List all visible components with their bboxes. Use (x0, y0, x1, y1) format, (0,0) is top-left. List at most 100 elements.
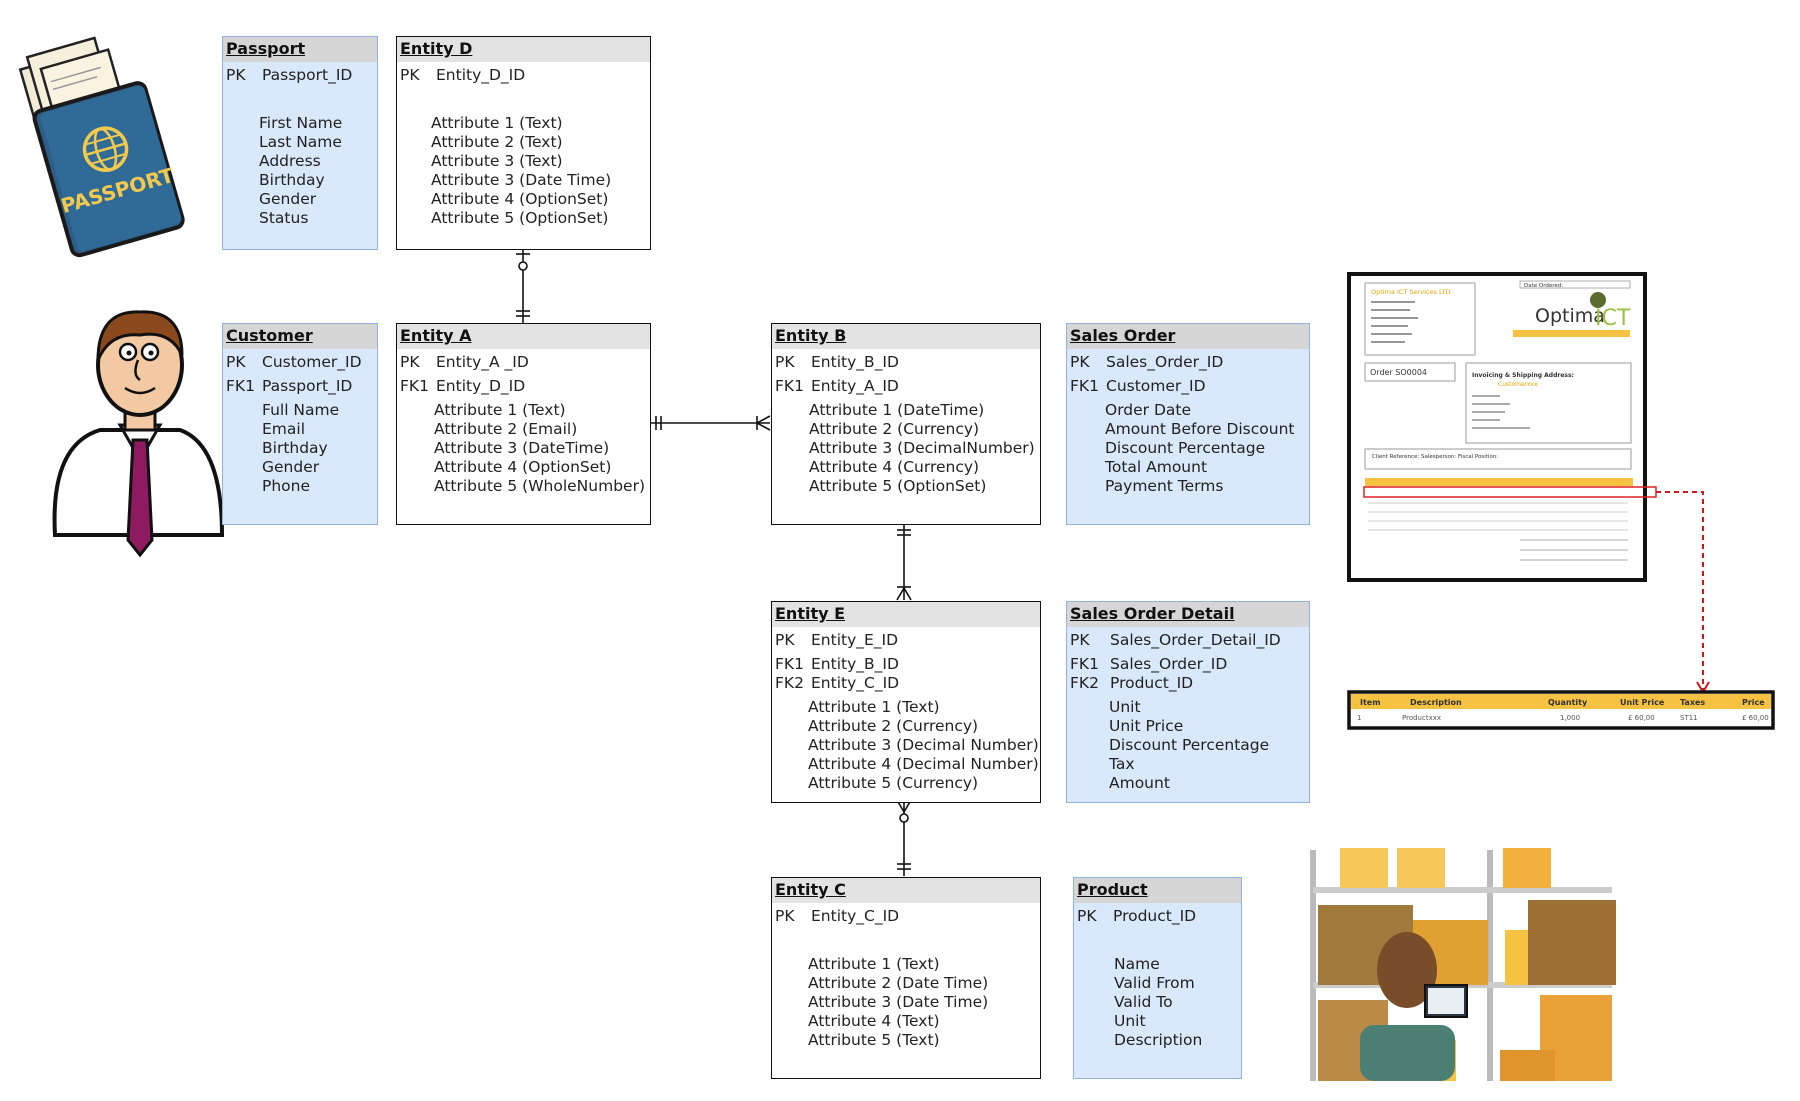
attr-row: Amount (1109, 774, 1170, 792)
zoom-col-price: Price (1742, 698, 1765, 707)
invoice-row-zoom: Item Description Quantity Unit Price Tax… (1347, 690, 1775, 730)
attr-row: Attribute 2 (Date Time) (808, 974, 989, 992)
key-type: FK1 (1070, 655, 1099, 673)
attr-row: Unit (1109, 698, 1141, 716)
attr-row: Discount Percentage (1105, 439, 1266, 457)
key-row: FK1 Entity_D_ID (400, 377, 525, 396)
key-name: Entity_A_ID (811, 377, 899, 395)
relationship-c-e (896, 799, 912, 876)
attr-row: Attribute 2 (Text) (431, 133, 563, 151)
attr-row: Attribute 5 (OptionSet) (809, 477, 987, 495)
attr-row: Tax (1109, 755, 1135, 773)
key-name: Entity_D_ID (436, 66, 526, 84)
entity-title: Entity B (772, 324, 1040, 349)
entity-title: Customer (223, 324, 377, 349)
key-type: PK (226, 353, 246, 371)
passport-illustration: PASSPORT (18, 36, 185, 258)
key-row: PK Product_ID (1077, 907, 1196, 926)
invoice-logo-optima: Optima (1535, 305, 1605, 327)
attr-row: Attribute 4 (OptionSet) (431, 190, 609, 208)
attr-row: Name (1114, 955, 1160, 973)
attr-row: Valid To (1114, 993, 1173, 1011)
attr-row: Attribute 5 (Currency) (808, 774, 979, 792)
attr-row: Attribute 4 (Currency) (809, 458, 980, 476)
zoom-cell-description: Productxxx (1402, 714, 1441, 722)
key-name: Product_ID (1110, 674, 1194, 692)
attr-row: Attribute 2 (Currency) (809, 420, 980, 438)
attr-row: Attribute 5 (Text) (808, 1031, 940, 1049)
zoom-col-quantity: Quantity (1548, 698, 1588, 707)
key-type: PK (1070, 631, 1090, 649)
attr-row: Order Date (1105, 401, 1192, 419)
attr-row: Description (1114, 1031, 1203, 1049)
key-name: Entity_D_ID (436, 377, 526, 395)
key-name: Product_ID (1113, 907, 1197, 925)
key-name: Entity_B_ID (811, 655, 899, 673)
person-illustration (52, 310, 225, 558)
attr-row: Unit (1114, 1012, 1146, 1030)
key-name: Customer_ID (1106, 377, 1206, 395)
key-type: PK (1077, 907, 1097, 925)
key-row: FK1 Entity_A_ID (775, 377, 899, 396)
key-type: PK (226, 66, 246, 84)
attr-row: Valid From (1114, 974, 1195, 992)
key-type: FK1 (775, 377, 804, 395)
invoice-ref-labels: Client Reference: Salesperson: Fiscal Po… (1372, 454, 1498, 460)
zoom-col-taxes: Taxes (1680, 698, 1705, 707)
zoom-cell-unit-price: £ 60,00 (1628, 714, 1655, 722)
entity-title: Passport (223, 37, 377, 62)
key-name: Sales_Order_Detail_ID (1110, 631, 1281, 649)
invoice-date-label: Date Ordered: (1524, 283, 1563, 289)
attr-row: Full Name (262, 401, 340, 419)
attr-row: Attribute 3 (DateTime) (434, 439, 610, 457)
key-name: Passport_ID (262, 66, 353, 84)
attr-row: Attribute 3 (Date Time) (431, 171, 612, 189)
attr-row: Discount Percentage (1109, 736, 1270, 754)
attr-row: Attribute 1 (DateTime) (809, 401, 985, 419)
key-row: PK Sales_Order_Detail_ID (1070, 631, 1281, 650)
key-name: Entity_B_ID (811, 353, 899, 371)
zoom-cell-item: 1 (1357, 714, 1361, 722)
attr-row: Attribute 1 (Text) (808, 955, 940, 973)
attr-row: Attribute 4 (Decimal Number) (808, 755, 1039, 773)
zoom-cell-quantity: 1,000 (1560, 714, 1580, 722)
attr-row: Gender (259, 190, 317, 208)
key-row: PK Passport_ID (226, 66, 352, 85)
attr-row: Attribute 3 (Decimal Number) (808, 736, 1039, 754)
key-name: Entity_C_ID (811, 907, 900, 925)
key-type: FK1 (226, 377, 255, 395)
key-row: PK Entity_C_ID (775, 907, 899, 926)
attr-row: First Name (259, 114, 343, 132)
attr-row: Attribute 3 (DecimalNumber) (809, 439, 1035, 457)
invoice-illustration: Optima ICT Services LTD Date Ordered: Op… (1347, 272, 1710, 694)
entity-title: Sales Order Detail (1067, 602, 1309, 627)
key-type: FK2 (775, 674, 804, 692)
key-type: PK (775, 907, 795, 925)
attr-row: Attribute 1 (Text) (808, 698, 940, 716)
key-type: PK (1070, 353, 1090, 371)
attr-row: Attribute 1 (Text) (431, 114, 563, 132)
key-name: Entity_E_ID (811, 631, 899, 649)
attr-row: Phone (262, 477, 311, 495)
key-type: FK1 (400, 377, 429, 395)
attr-row: Amount Before Discount (1105, 420, 1295, 438)
entity-sales-order-detail[interactable]: Sales Order Detail PK Sales_Order_Detail_… (1066, 601, 1310, 803)
attr-row: Payment Terms (1105, 477, 1224, 495)
relationship-a-b (650, 415, 771, 431)
